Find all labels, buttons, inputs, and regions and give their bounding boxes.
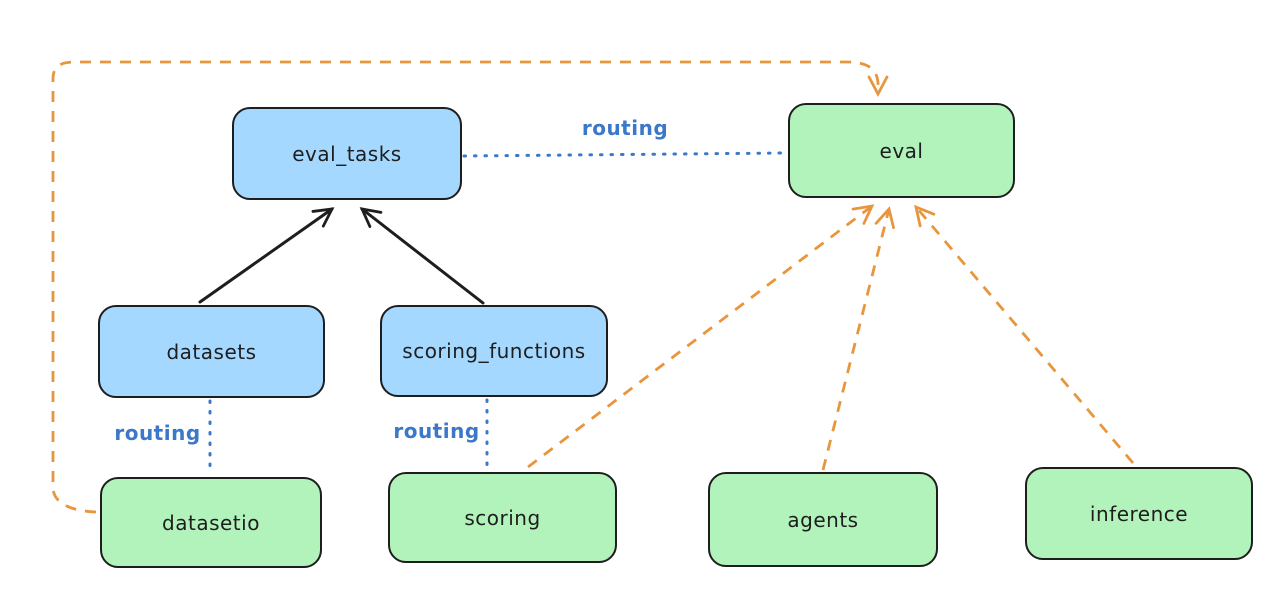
edge-label-routing-mid: routing	[393, 419, 480, 443]
node-datasets-label: datasets	[166, 339, 257, 364]
edge-inference-eval-arrow	[914, 204, 1135, 464]
node-scoring-label: scoring	[464, 505, 541, 530]
node-inference: inference	[1025, 467, 1253, 560]
node-agents: agents	[708, 472, 938, 567]
edge-label-routing-left: routing	[114, 421, 201, 445]
edge-datasets-eval_tasks-arrow	[198, 207, 335, 304]
edge-eval_tasks-eval-dotted	[462, 151, 787, 158]
node-agents-label: agents	[787, 507, 859, 532]
node-eval: eval	[788, 103, 1015, 198]
node-inference-label: inference	[1089, 501, 1189, 526]
edge-scoring_functions-eval_tasks-arrow	[359, 207, 485, 305]
node-scoring_functions: scoring_functions	[380, 305, 608, 397]
node-scoring: scoring	[388, 472, 617, 563]
node-datasets: datasets	[98, 305, 325, 398]
edge-label-routing-top: routing	[581, 116, 669, 140]
node-datasetio: datasetio	[100, 477, 322, 568]
node-scoring_functions-label: scoring_functions	[402, 339, 586, 363]
node-eval-label: eval	[879, 138, 924, 163]
node-eval_tasks-label: eval_tasks	[292, 141, 402, 166]
edge-agents-eval-arrow	[821, 206, 895, 471]
node-eval_tasks: eval_tasks	[232, 107, 462, 200]
node-datasetio-label: datasetio	[162, 510, 260, 535]
